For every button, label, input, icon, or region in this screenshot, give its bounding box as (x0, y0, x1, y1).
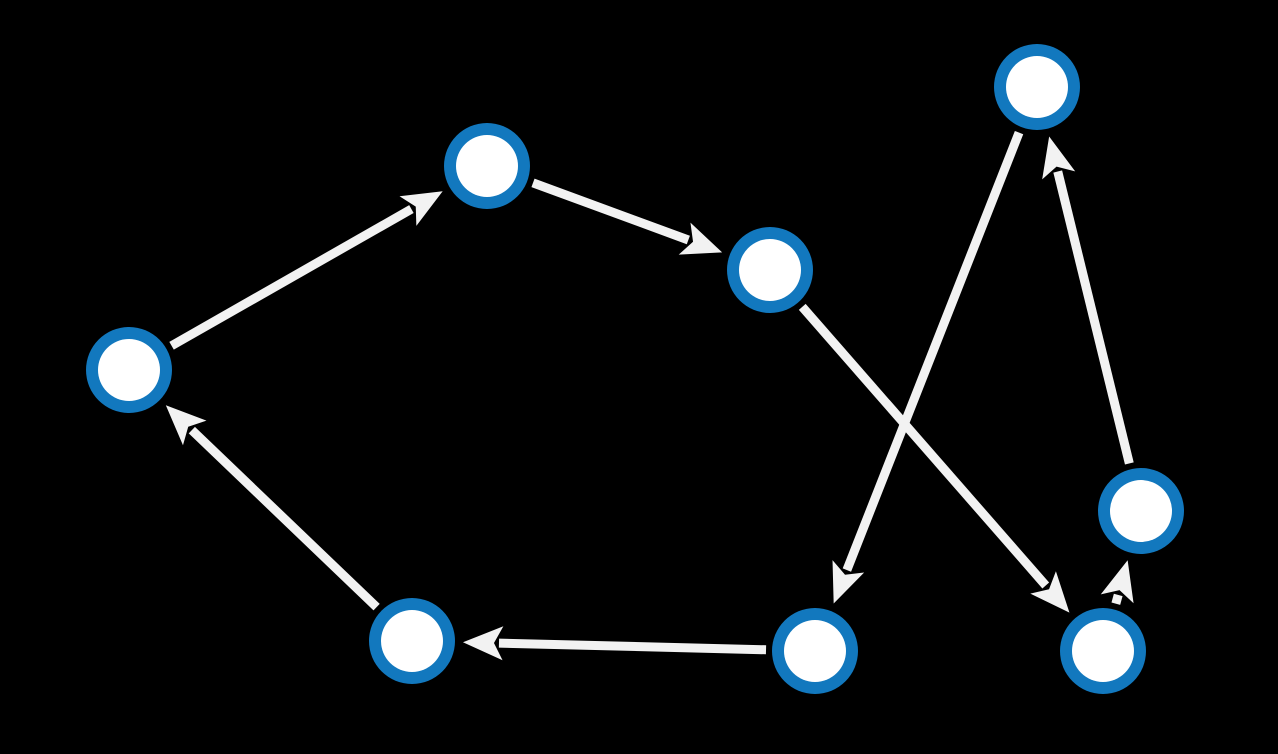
edge-line (531, 178, 690, 245)
graph-edge[interactable] (531, 178, 723, 255)
graph-edge[interactable] (169, 191, 443, 350)
node-core (1072, 620, 1134, 682)
edge-line (798, 303, 1050, 589)
edge-arrowhead-icon (1030, 571, 1070, 613)
node-core (784, 620, 846, 682)
graph-edge[interactable] (462, 626, 767, 661)
graph-node[interactable] (1060, 608, 1146, 694)
edge-line (169, 205, 414, 350)
graph-edge[interactable] (1042, 136, 1134, 465)
edge-arrowhead-icon (678, 222, 723, 255)
edge-arrowhead-icon (399, 191, 443, 226)
edges-layer (165, 130, 1134, 661)
edge-arrowhead-icon (832, 560, 865, 604)
graph-node[interactable] (369, 598, 455, 684)
edge-arrowhead-icon (1100, 560, 1134, 604)
node-core (381, 610, 443, 672)
graph-node[interactable] (994, 44, 1080, 130)
edge-line (188, 426, 380, 611)
node-core (98, 339, 160, 401)
edge-line (498, 638, 767, 655)
node-core (456, 135, 518, 197)
edge-line (1053, 170, 1134, 465)
graph-edge[interactable] (798, 303, 1070, 613)
graph-node[interactable] (727, 227, 813, 313)
node-core (739, 239, 801, 301)
node-core (1110, 480, 1172, 542)
edge-arrowhead-icon (165, 405, 207, 446)
graph-node[interactable] (772, 608, 858, 694)
edge-arrowhead-icon (1042, 136, 1076, 180)
graph-node[interactable] (1098, 468, 1184, 554)
graph-edge[interactable] (832, 130, 1024, 604)
graph-node[interactable] (444, 123, 530, 209)
node-core (1006, 56, 1068, 118)
edge-line (1111, 593, 1123, 605)
edge-line (842, 130, 1024, 572)
edge-arrowhead-icon (462, 626, 504, 661)
graph-edge[interactable] (1100, 560, 1134, 605)
graph-edge[interactable] (165, 405, 380, 611)
graph-node[interactable] (86, 327, 172, 413)
nodes-layer (86, 44, 1184, 694)
